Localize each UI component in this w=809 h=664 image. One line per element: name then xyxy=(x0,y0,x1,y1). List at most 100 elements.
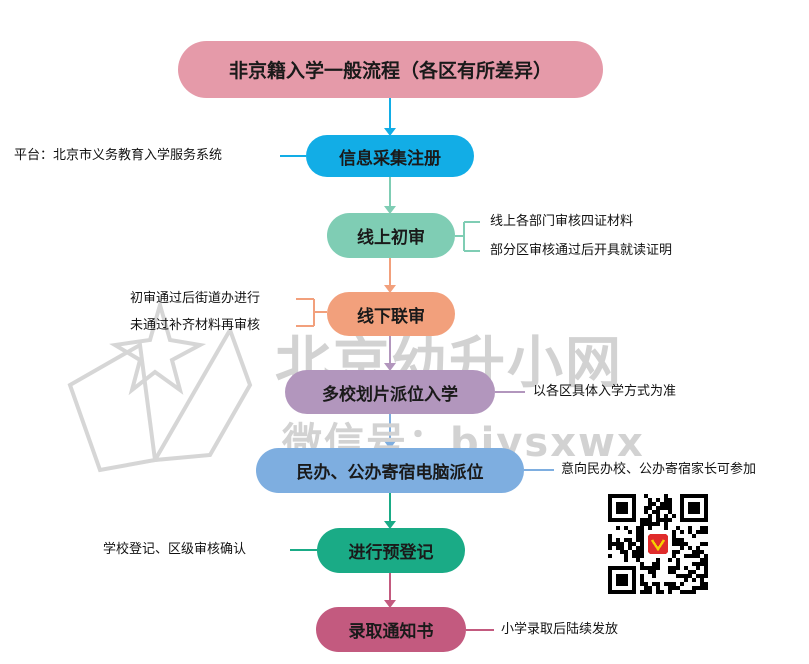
qr-module xyxy=(656,514,660,518)
qr-module xyxy=(652,570,656,574)
qr-module xyxy=(636,538,640,542)
qr-module xyxy=(636,546,640,550)
qr-module xyxy=(704,582,708,586)
qr-module xyxy=(664,526,668,530)
qr-module xyxy=(640,566,644,570)
qr-module xyxy=(700,562,704,566)
qr-module xyxy=(684,566,688,570)
qr-module xyxy=(636,554,640,558)
qr-module xyxy=(672,566,676,570)
qr-module xyxy=(700,550,704,554)
qr-module xyxy=(672,542,676,546)
watermark-emblem xyxy=(67,297,253,473)
step-online-review: 线上初审 xyxy=(327,213,455,258)
qr-module xyxy=(660,506,664,510)
qr-module xyxy=(692,534,696,538)
qr-module xyxy=(676,526,680,530)
qr-module xyxy=(664,494,668,498)
qr-module xyxy=(704,566,708,570)
arrowhead-2 xyxy=(384,206,396,214)
qr-module xyxy=(656,510,660,514)
qr-module xyxy=(620,546,624,550)
qr-module xyxy=(660,502,664,506)
qr-module xyxy=(692,586,696,590)
qr-module xyxy=(688,530,692,534)
qr-module xyxy=(644,518,648,522)
qr-module xyxy=(632,542,636,546)
qr-module xyxy=(680,542,684,546)
step-info-registration: 信息采集注册 xyxy=(306,135,474,177)
brace-online xyxy=(455,221,480,252)
qr-module xyxy=(640,550,644,554)
qr-module xyxy=(644,494,648,498)
qr-module xyxy=(648,566,652,570)
qr-module xyxy=(684,542,688,546)
qr-module xyxy=(688,590,692,594)
qr-module xyxy=(652,522,656,526)
qr-module xyxy=(680,582,684,586)
qr-module xyxy=(652,502,656,506)
qr-module xyxy=(668,502,672,506)
qr-module xyxy=(704,554,708,558)
qr-module xyxy=(672,554,676,558)
qr-module xyxy=(704,570,708,574)
title-box: 非京籍入学一般流程（各区有所差异） xyxy=(178,41,603,98)
step-label: 多校划片派位入学 xyxy=(322,384,458,405)
qr-module xyxy=(672,514,676,518)
qr-module xyxy=(636,530,640,534)
qr-module xyxy=(624,554,628,558)
qr-module xyxy=(704,586,708,590)
qr-module xyxy=(688,554,692,558)
qr-module xyxy=(656,506,660,510)
note-offline-1: 初审通过后街道办进行 xyxy=(130,291,261,306)
qr-module xyxy=(640,574,644,578)
qr-module xyxy=(656,590,660,594)
step-admission-notice: 录取通知书 xyxy=(316,607,466,652)
step-label: 进行预登记 xyxy=(348,543,434,563)
qr-module xyxy=(700,586,704,590)
note-offline-2: 未通过补齐材料再审核 xyxy=(130,318,261,333)
qr-module xyxy=(696,554,700,558)
qr-module xyxy=(680,530,684,534)
qr-module xyxy=(668,510,672,514)
qr-module xyxy=(656,558,660,562)
qr-module xyxy=(672,550,676,554)
qr-module xyxy=(680,538,684,542)
arrowhead-5 xyxy=(384,441,396,449)
note-platform: 平台：北京市义务教育入学服务系统 xyxy=(14,148,223,163)
qr-module xyxy=(676,586,680,590)
qr-module xyxy=(656,518,660,522)
qr-module xyxy=(640,534,644,538)
qr-module xyxy=(692,578,696,582)
qr-module xyxy=(636,526,640,530)
step-computer-lottery: 民办、公办寄宿电脑派位 xyxy=(256,448,524,493)
qr-center-logo xyxy=(646,532,670,556)
qr-module xyxy=(672,530,676,534)
qr-module xyxy=(608,546,612,550)
note-computer: 意向民办校、公办寄宿家长可参加 xyxy=(561,462,757,477)
qr-module xyxy=(696,574,700,578)
qr-finder-bottom-left xyxy=(608,566,636,594)
qr-module xyxy=(656,498,660,502)
qr-module xyxy=(652,574,656,578)
qr-module xyxy=(616,542,620,546)
qr-module xyxy=(628,538,632,542)
qr-module xyxy=(640,518,644,522)
qr-module xyxy=(676,562,680,566)
qr-module xyxy=(672,570,676,574)
qr-module xyxy=(704,542,708,546)
qr-module xyxy=(684,590,688,594)
qr-module xyxy=(692,550,696,554)
qr-finder-top-left xyxy=(608,494,636,522)
qr-module xyxy=(628,530,632,534)
qr-module xyxy=(624,538,628,542)
step-label: 民办、公办寄宿电脑派位 xyxy=(296,463,484,483)
qr-module xyxy=(628,546,632,550)
qr-code xyxy=(608,494,708,594)
qr-module xyxy=(636,558,640,562)
qr-module xyxy=(608,538,612,542)
qr-module xyxy=(608,542,612,546)
qr-module xyxy=(692,570,696,574)
qr-module xyxy=(648,514,652,518)
qr-module xyxy=(608,554,612,558)
